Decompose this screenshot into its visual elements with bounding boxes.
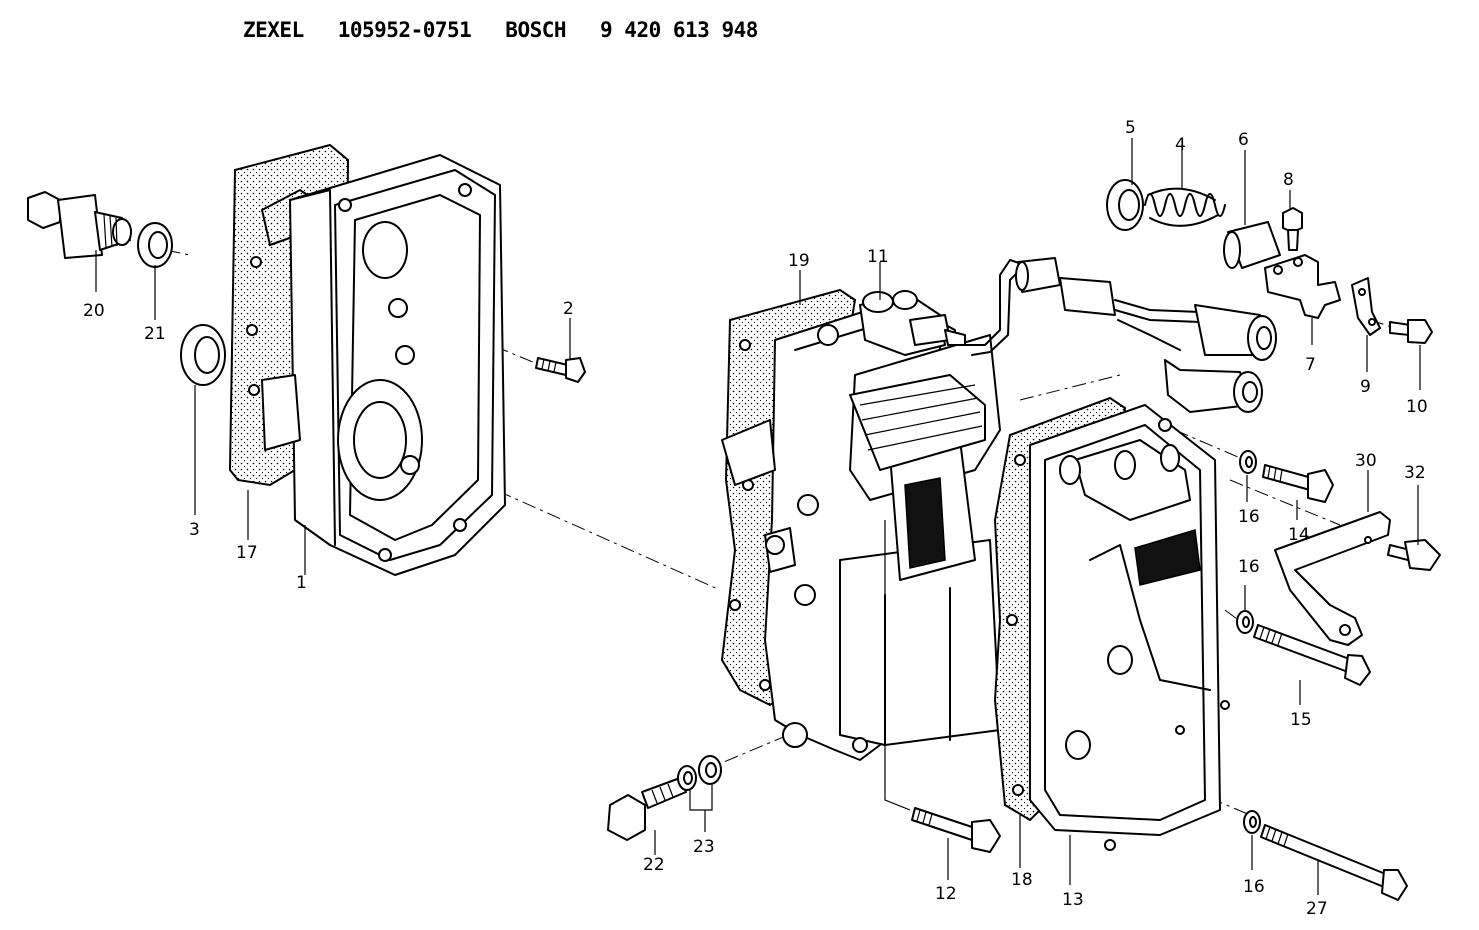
cover-13 [1029,404,1230,851]
screw-10 [1389,319,1433,344]
callout-14: 14 [1288,525,1310,545]
screw-32 [1387,539,1441,571]
callout-16-lower: 16 [1243,877,1265,897]
callout-17: 17 [236,543,258,563]
callout-8: 8 [1283,170,1294,190]
callout-23: 23 [693,837,715,857]
bolt-14 [1262,464,1334,503]
gasket-hole [729,599,741,611]
bolt-15 [1253,624,1371,686]
washer-16-middle [1236,610,1254,634]
gasket-18 [993,396,1127,822]
callout-5: 5 [1125,118,1136,138]
circlip-5 [1106,179,1144,231]
callout-22: 22 [643,855,665,875]
callout-labels: 1 2 3 4 5 6 7 8 9 10 11 12 13 14 15 16 1… [83,118,1428,919]
gasket-hole [759,679,771,691]
callout-21: 21 [144,324,166,344]
screw-8 [1282,207,1303,251]
callout-7: 7 [1305,355,1316,375]
sleeve-6 [1223,221,1281,269]
callout-20: 20 [83,301,105,321]
gasket-hole [1006,614,1018,626]
plug-20 [27,191,132,259]
gasket-hole [250,256,262,268]
callout-10: 10 [1406,397,1428,417]
gasket-hole [248,384,260,396]
bosch-part-number: 9 420 613 948 [600,18,758,42]
callout-6: 6 [1238,130,1249,150]
callout-18: 18 [1011,870,1033,890]
washer-21 [137,222,173,268]
wiring-harness [964,257,1277,413]
callout-11: 11 [867,247,889,267]
callout-30: 30 [1355,451,1377,471]
bolt-22 [607,777,687,841]
callout-27: 27 [1306,899,1328,919]
washers-23 [677,755,722,791]
callout-1: 1 [296,573,307,593]
seal-ring-3 [180,324,226,386]
bolt-2 [535,357,586,383]
maker-bosch: BOSCH [505,18,567,42]
governor-housing [721,299,1001,761]
gasket-hole [1012,784,1024,796]
washer-16-lower [1243,810,1261,834]
gasket-hole [246,324,258,336]
drawing-header: ZEXEL 105952-0751 BOSCH 9 420 613 948 [243,18,758,42]
bracket-7 [1264,254,1341,319]
callout-32: 32 [1404,463,1426,483]
zexel-part-number: 105952-0751 [337,18,472,42]
washer-16-upper [1239,450,1257,474]
bolt-12 [911,807,1001,853]
bolt-27 [1260,824,1408,901]
callout-19: 19 [788,251,810,271]
sensor-11 [859,290,966,356]
callout-16-middle: 16 [1238,557,1260,577]
callout-16-upper: 16 [1238,507,1260,527]
housing-1 [261,154,506,576]
bracket-30 [1274,511,1391,646]
callout-4: 4 [1175,135,1186,155]
gasket-hole [1014,454,1026,466]
spring-4 [1144,187,1226,227]
terminal-9 [1351,277,1381,336]
callout-9: 9 [1360,377,1371,397]
maker-zexel: ZEXEL [243,18,304,42]
callout-3: 3 [189,520,200,540]
leader-lines [95,138,1421,895]
callout-2: 2 [563,299,574,319]
callout-13: 13 [1062,890,1084,910]
callout-12: 12 [935,884,957,904]
callout-15: 15 [1290,710,1312,730]
gasket-hole [739,339,751,351]
